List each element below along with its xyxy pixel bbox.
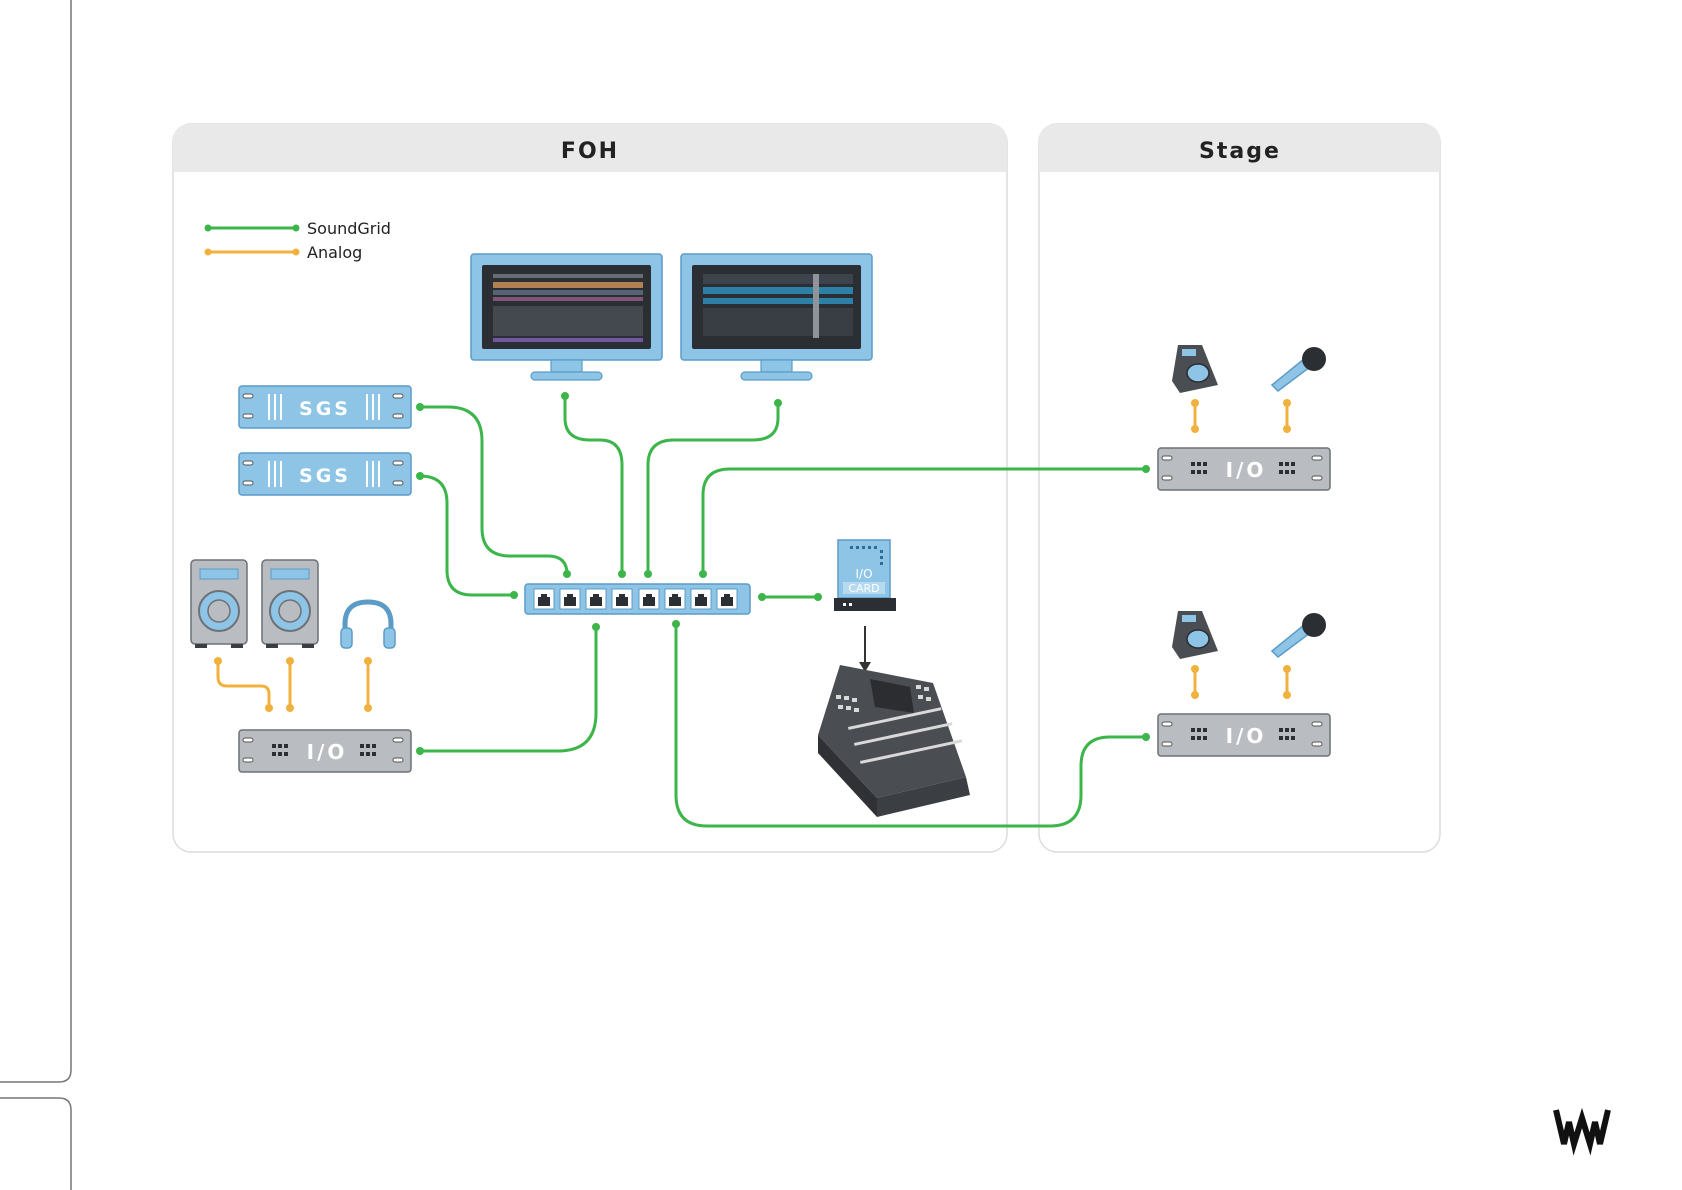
io-rack-icon: I/O bbox=[1158, 714, 1330, 756]
switch-icon bbox=[525, 584, 750, 614]
stage-title: Stage bbox=[1199, 139, 1281, 164]
waves-logo-icon bbox=[1556, 1110, 1608, 1144]
foh-title: FOH bbox=[561, 139, 619, 164]
io-rack-icon: I/O bbox=[1158, 448, 1330, 490]
io-card-label-top: I/O bbox=[855, 567, 872, 581]
io-card-icon: I/O CARD bbox=[834, 540, 896, 611]
io-rack-icon: I/O bbox=[239, 730, 411, 772]
server-label: SGS bbox=[299, 398, 351, 420]
page-edge-line bbox=[0, 1098, 71, 1190]
legend-label-analog: Analog bbox=[307, 243, 362, 262]
speaker-icon bbox=[191, 560, 247, 648]
io-card-label-bottom: CARD bbox=[848, 582, 879, 595]
io-label: I/O bbox=[1226, 724, 1267, 748]
server-icon: SGS bbox=[239, 453, 411, 495]
server-label: SGS bbox=[299, 465, 351, 487]
speaker-icon bbox=[262, 560, 318, 648]
io-label: I/O bbox=[307, 740, 348, 764]
page-edge-line bbox=[0, 0, 71, 1082]
server-icon: SGS bbox=[239, 386, 411, 428]
io-label: I/O bbox=[1226, 458, 1267, 482]
legend-label-soundgrid: SoundGrid bbox=[307, 219, 391, 238]
